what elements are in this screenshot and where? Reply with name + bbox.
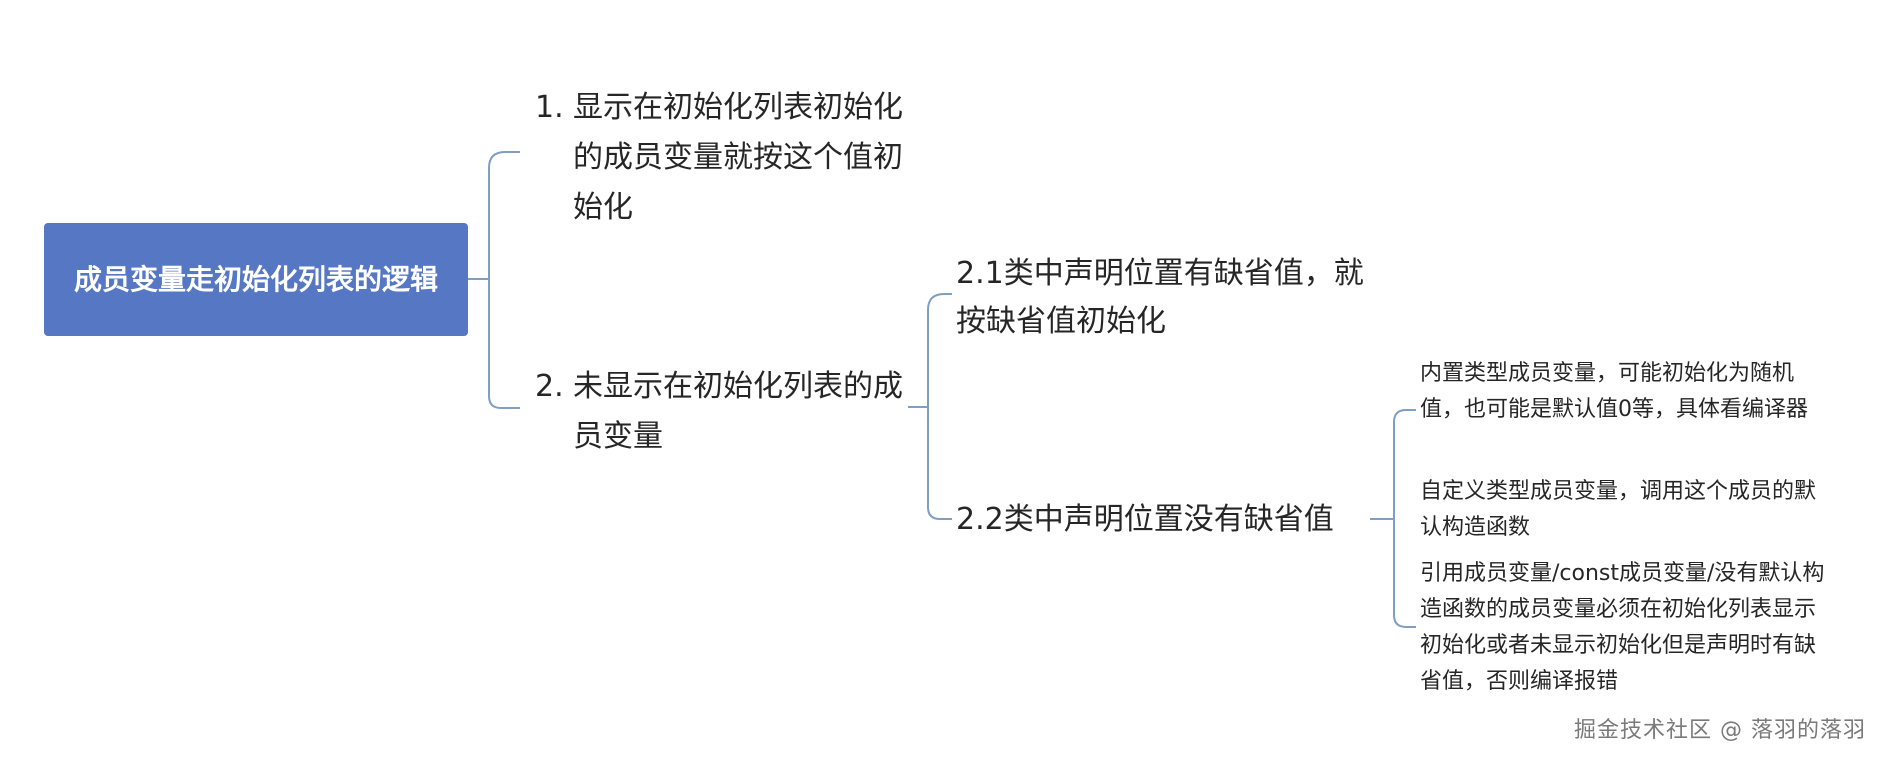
branch-node-2-number: 2. xyxy=(535,369,564,404)
connector-root-branches xyxy=(468,151,520,409)
connector-branch2-children xyxy=(908,293,952,520)
branch-node-1-number: 1. xyxy=(535,90,564,125)
subbranch-node-2-2[interactable]: 2.2类中声明位置没有缺省值 xyxy=(956,496,1376,544)
watermark-text: 掘金技术社区 @ 落羽的落羽 xyxy=(1574,718,1866,743)
subbranch-node-2-2-label: 2.2类中声明位置没有缺省值 xyxy=(956,502,1334,537)
branch-node-1-label: 显示在初始化列表初始化的成员变量就按这个值初始化 xyxy=(573,90,903,225)
leaf-node-builtin-type-label: 内置类型成员变量，可能初始化为随机值，也可能是默认值0等，具体看编译器 xyxy=(1420,361,1808,422)
leaf-node-custom-type[interactable]: 自定义类型成员变量，调用这个成员的默认构造函数 xyxy=(1420,474,1835,546)
root-node-label: 成员变量走初始化列表的逻辑 xyxy=(73,262,438,296)
leaf-node-reference-const[interactable]: 引用成员变量/const成员变量/没有默认构造函数的成员变量必须在初始化列表显示… xyxy=(1420,556,1835,700)
leaf-node-builtin-type[interactable]: 内置类型成员变量，可能初始化为随机值，也可能是默认值0等，具体看编译器 xyxy=(1420,356,1835,428)
connector-2-2-children xyxy=(1370,409,1416,628)
branch-node-2-label: 未显示在初始化列表的成员变量 xyxy=(573,369,903,454)
watermark: 掘金技术社区 @ 落羽的落羽 xyxy=(1574,716,1866,746)
branch-node-2[interactable]: 2. 未显示在初始化列表的成员变量 xyxy=(535,362,920,462)
subbranch-node-2-1[interactable]: 2.1类中声明位置有缺省值，就按缺省值初始化 xyxy=(956,250,1366,346)
root-node[interactable]: 成员变量走初始化列表的逻辑 xyxy=(44,223,468,336)
leaf-node-reference-const-label: 引用成员变量/const成员变量/没有默认构造函数的成员变量必须在初始化列表显示… xyxy=(1420,561,1825,694)
subbranch-node-2-1-label: 2.1类中声明位置有缺省值，就按缺省值初始化 xyxy=(956,256,1364,339)
leaf-node-custom-type-label: 自定义类型成员变量，调用这个成员的默认构造函数 xyxy=(1420,479,1817,540)
branch-node-1[interactable]: 1. 显示在初始化列表初始化的成员变量就按这个值初始化 xyxy=(535,83,920,233)
